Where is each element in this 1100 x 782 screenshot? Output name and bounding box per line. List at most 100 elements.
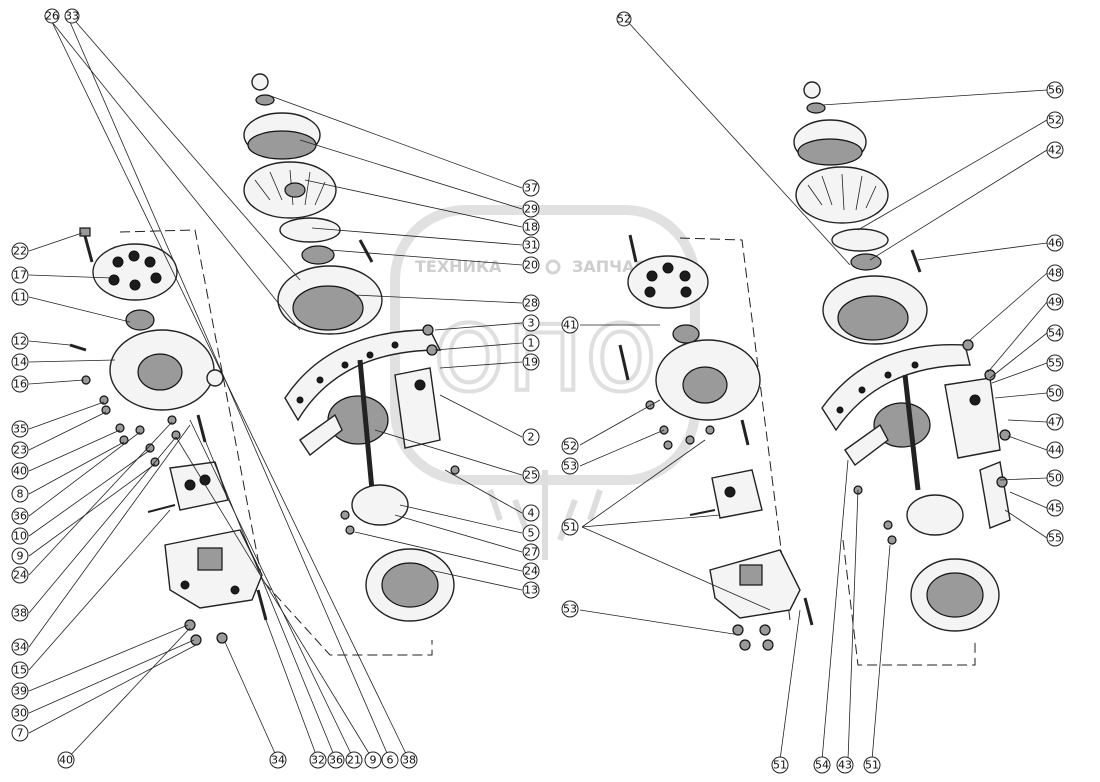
screws-middle	[618, 344, 750, 450]
callout-number: 21	[347, 754, 361, 767]
rotor-right	[873, 374, 931, 491]
bearing-center	[301, 245, 335, 265]
callout: 28	[522, 294, 540, 312]
callout-number: 38	[402, 754, 416, 767]
callout-number: 3	[528, 317, 535, 330]
callout-number: 27	[524, 546, 538, 559]
middle-alternator-parts	[618, 234, 814, 651]
callout-number: 41	[563, 319, 577, 332]
front-housing-center	[277, 265, 383, 335]
rear-cover-middle	[627, 255, 709, 309]
watermark-gear-icon	[545, 259, 561, 275]
callout-number: 23	[13, 444, 27, 457]
left-assembly-outline	[119, 229, 433, 656]
right-assembly-outline	[842, 539, 976, 666]
callout-number: 49	[1048, 296, 1062, 309]
callout-number: 17	[13, 269, 27, 282]
callout-number: 25	[524, 469, 538, 482]
rotor-center	[327, 359, 389, 491]
callout-number: 36	[13, 510, 27, 523]
callout-number: 10	[13, 530, 27, 543]
callout: 50	[1046, 384, 1064, 402]
callout: 32	[309, 751, 327, 769]
callout-number: 30	[13, 707, 27, 720]
leader-lines	[28, 21, 1048, 761]
nut-top-right	[803, 81, 826, 114]
callout: 6	[381, 751, 399, 769]
callout-number: 24	[13, 569, 27, 582]
callout: 1	[522, 334, 540, 352]
callout: 5	[522, 524, 540, 542]
middle-assembly-outline	[679, 237, 791, 621]
bearing	[125, 309, 155, 331]
callout-number: 16	[13, 378, 27, 391]
callout: 27	[522, 543, 540, 561]
watermark-logo-letters: опо	[432, 280, 657, 419]
callout: 52	[561, 437, 579, 455]
right-alternator-parts	[793, 81, 1011, 632]
callout: 31	[522, 236, 540, 254]
screws-washers-left	[69, 343, 207, 467]
callout-number: 12	[13, 335, 27, 348]
callout-number: 55	[1048, 532, 1062, 545]
bolt-22	[79, 227, 94, 263]
callout: 42	[1046, 141, 1064, 159]
callout: 33	[64, 8, 80, 24]
callout-number: 52	[563, 440, 577, 453]
callout-number: 52	[617, 13, 631, 26]
callout-number: 33	[65, 10, 79, 23]
callout-number: 15	[13, 664, 27, 677]
callout-number: 51	[563, 521, 577, 534]
callout-number: 34	[271, 754, 285, 767]
callout-number: 53	[563, 603, 577, 616]
watermark: ТЕХНИКА ЗАПЧАСТИ опо	[390, 205, 700, 560]
callout-labels: 26 33 52 37 29 18 31 20 28 3 1 19 2 25 4…	[11, 8, 1064, 774]
diode-plate	[164, 529, 268, 621]
callout: 12	[11, 332, 29, 350]
front-housing-right	[822, 275, 928, 345]
bolt-center	[358, 239, 374, 263]
callout: 37	[522, 179, 540, 197]
callout-number: 53	[563, 460, 577, 473]
callout-number: 43	[838, 759, 852, 772]
diode-plate-middle	[709, 549, 814, 626]
callout-number: 26	[45, 10, 59, 23]
tension-link-center	[299, 413, 343, 457]
callout: 10	[11, 527, 29, 545]
callout: 24	[11, 566, 29, 584]
callout-number: 48	[1048, 267, 1062, 280]
callout: 49	[1046, 293, 1064, 311]
callout: 45	[1046, 499, 1064, 517]
callout-number: 20	[524, 259, 538, 272]
callout-number: 44	[1048, 444, 1062, 457]
callout: 29	[522, 200, 540, 218]
callout-number: 36	[329, 754, 343, 767]
rear-cover	[92, 243, 178, 301]
callout: 34	[269, 751, 287, 769]
callout-number: 45	[1048, 502, 1062, 515]
callout-number: 56	[1048, 84, 1062, 97]
stator-right	[906, 494, 964, 536]
callout: 56	[1046, 81, 1064, 99]
tension-link-right	[844, 423, 889, 467]
callout: 55	[1046, 529, 1064, 547]
callout-number: 7	[17, 727, 24, 740]
callout: 26	[44, 8, 60, 24]
callout: 47	[1046, 413, 1064, 431]
callout: 11	[11, 288, 29, 306]
callout-number: 9	[370, 754, 377, 767]
callout-number: 50	[1048, 472, 1062, 485]
callout: 52	[1046, 111, 1064, 129]
pulley-center	[243, 112, 321, 160]
callout: 53	[561, 457, 579, 475]
callout: 51	[771, 756, 789, 774]
callout-number: 35	[13, 423, 27, 436]
callout-number: 28	[524, 297, 538, 310]
nut-top-center	[251, 73, 275, 106]
callout: 2	[522, 428, 540, 446]
callout-number: 46	[1048, 237, 1062, 250]
bracket-arm-center	[394, 367, 441, 449]
callout-number: 51	[773, 759, 787, 772]
callout-number: 2	[528, 431, 535, 444]
callout: 18	[522, 218, 540, 236]
